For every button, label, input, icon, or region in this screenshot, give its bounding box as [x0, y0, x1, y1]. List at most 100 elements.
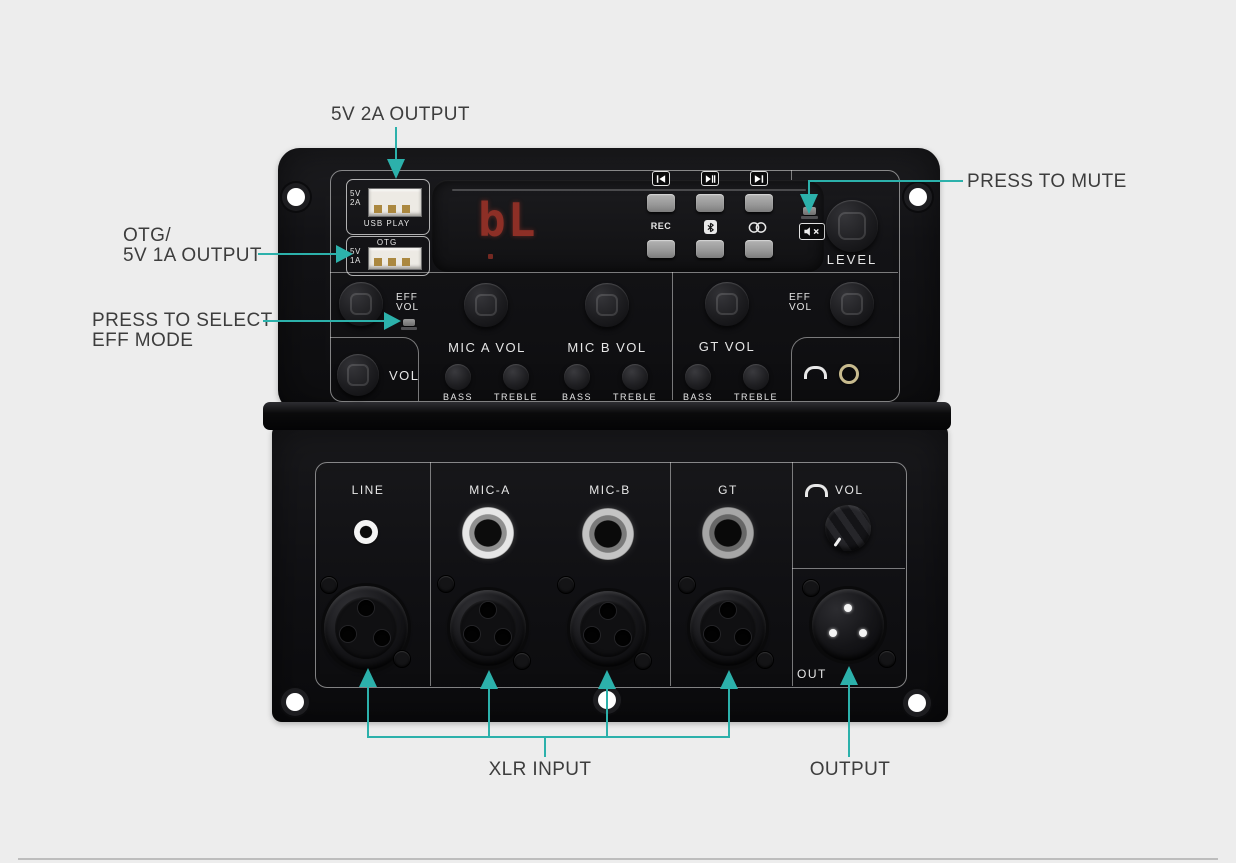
mic-b-vol-knob[interactable]	[585, 283, 629, 327]
mic-b-quarter-jack[interactable]	[582, 508, 634, 560]
gt-bass-label: BASS	[682, 392, 713, 402]
out-xlr-male[interactable]	[812, 589, 884, 661]
vol-box-outline	[330, 337, 419, 401]
divider-line-section	[430, 462, 431, 686]
next-track-icon	[750, 171, 768, 186]
gt-bass-knob[interactable]	[685, 364, 711, 390]
mic-b-treble-label: TREBLE	[612, 392, 657, 402]
mic-a-vol-knob[interactable]	[464, 283, 508, 327]
screw	[514, 653, 530, 669]
divider-gt-section	[672, 272, 673, 400]
annotation-line	[808, 180, 963, 182]
bluetooth-icon	[704, 220, 717, 234]
mic-a-bass-knob[interactable]	[445, 364, 471, 390]
panel-joint-lip	[263, 402, 951, 430]
mic-b-xlr-input[interactable]	[570, 591, 646, 667]
previous-track-button[interactable]	[647, 194, 675, 212]
mic-b-label: MIC-B	[589, 483, 631, 497]
baseline-rule	[18, 858, 1218, 860]
rec-label: REC	[650, 221, 672, 231]
eff-mode-button-base	[401, 327, 417, 330]
divider-output-section	[792, 462, 793, 686]
mic-b-vol-label: MIC B VOL	[567, 340, 647, 355]
arrowhead-up	[720, 670, 738, 689]
mic-b-bass-label: BASS	[561, 392, 592, 402]
divider-top-row	[330, 272, 898, 273]
mic-b-treble-knob[interactable]	[622, 364, 648, 390]
mic-a-xlr-input[interactable]	[450, 590, 526, 666]
gt-quarter-jack[interactable]	[702, 507, 754, 559]
divider-gt-input-section	[670, 462, 671, 686]
screw	[757, 652, 773, 668]
otg-caption: OTG	[376, 238, 398, 247]
line-jack-3-5mm[interactable]	[354, 520, 378, 544]
screw	[321, 577, 337, 593]
arrowhead-right	[336, 245, 353, 263]
arrowhead-up	[840, 666, 858, 685]
arrowhead-down	[800, 194, 818, 214]
mount-screw-top-left	[287, 188, 305, 206]
annotation-press-to-mute: PRESS TO MUTE	[967, 171, 1127, 192]
mic-a-treble-label: TREBLE	[493, 392, 538, 402]
usb-play-port[interactable]	[368, 188, 422, 217]
annotation-stem	[544, 736, 546, 757]
headphone-icon-bottom	[805, 484, 828, 497]
bluetooth-button[interactable]	[696, 240, 724, 258]
annotation-line	[395, 127, 397, 160]
top-panel-outline	[330, 170, 900, 402]
main-vol-label: VOL	[389, 368, 420, 383]
eff-mode-button[interactable]	[403, 319, 415, 326]
mic-a-treble-knob[interactable]	[503, 364, 529, 390]
gt-xlr-input[interactable]	[690, 590, 766, 666]
line-label: LINE	[351, 483, 385, 497]
annotation-line	[258, 253, 338, 255]
screw	[558, 577, 574, 593]
previous-track-icon	[652, 171, 670, 186]
arrowhead-right	[384, 312, 401, 330]
annotation-xlr-input: XLR INPUT	[488, 759, 592, 780]
hp-vol-knob[interactable]	[825, 505, 871, 551]
divider-hp-out	[792, 568, 905, 569]
gt-treble-knob[interactable]	[743, 364, 769, 390]
line-xlr-input[interactable]	[324, 586, 408, 670]
gt-vol-label: GT VOL	[698, 339, 756, 354]
gt-vol-knob[interactable]	[705, 282, 749, 326]
screw	[879, 651, 895, 667]
headphone-box-outline	[791, 337, 899, 401]
mute-speaker-icon	[799, 223, 825, 240]
mic-a-quarter-jack[interactable]	[462, 507, 514, 559]
mute-button-base	[801, 216, 818, 219]
display-dot	[488, 254, 493, 259]
arrowhead-down	[387, 159, 405, 179]
level-label: LEVEL	[826, 252, 878, 267]
usb-play-box	[346, 179, 430, 235]
eff-vol-right-knob[interactable]	[830, 282, 874, 326]
loop-button[interactable]	[745, 240, 773, 258]
rec-button[interactable]	[647, 240, 675, 258]
mic-a-label: MIC-A	[469, 483, 511, 497]
next-track-button[interactable]	[745, 194, 773, 212]
loop-icon	[748, 221, 767, 234]
main-vol-knob[interactable]	[337, 354, 379, 396]
eff-vol-left-knob[interactable]	[339, 282, 383, 326]
level-knob[interactable]	[826, 200, 878, 252]
gt-label: GT	[718, 483, 738, 497]
play-pause-button[interactable]	[696, 194, 724, 212]
screw	[394, 651, 410, 667]
screw	[438, 576, 454, 592]
gt-treble-label: TREBLE	[733, 392, 778, 402]
arrowhead-up	[359, 668, 377, 687]
mic-b-bass-knob[interactable]	[564, 364, 590, 390]
screw	[803, 580, 819, 596]
headphone-jack[interactable]	[839, 364, 859, 384]
annotation-bus-line	[367, 736, 730, 738]
annotation-line	[808, 180, 810, 196]
display-value: bL	[478, 193, 538, 247]
otg-port[interactable]	[368, 247, 422, 270]
annotation-line	[488, 687, 490, 738]
